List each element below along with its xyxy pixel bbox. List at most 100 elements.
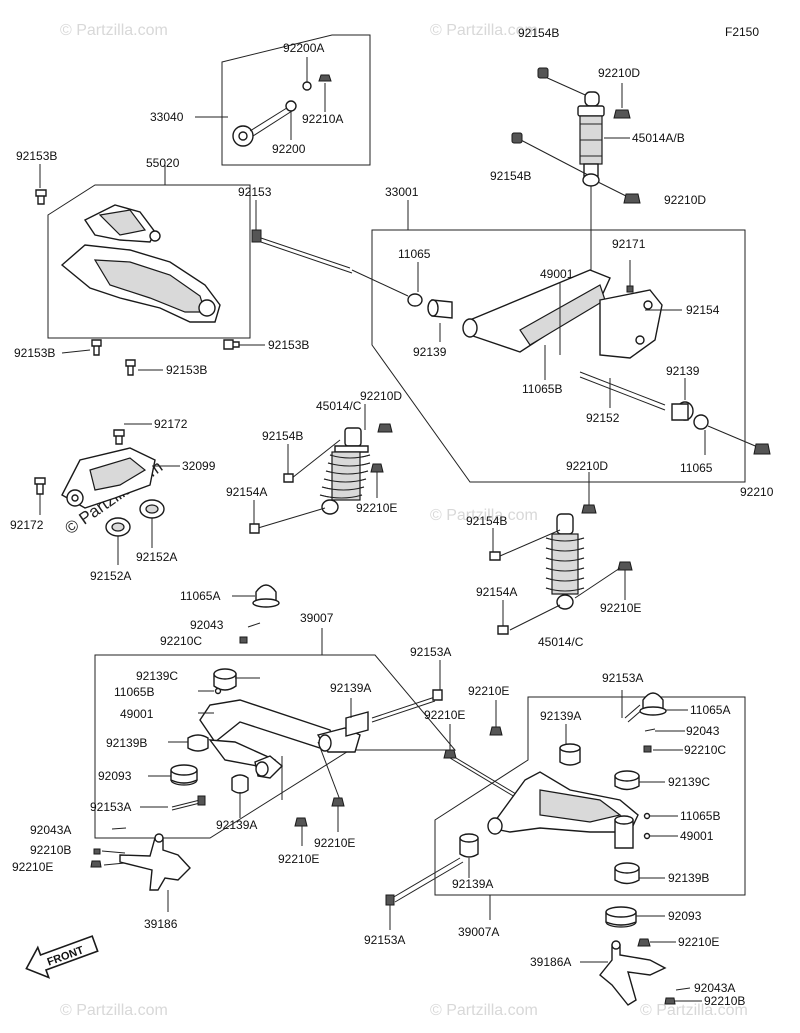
part-label-92139B: 92139B	[668, 871, 709, 885]
part-label-92152A: 92152A	[136, 550, 177, 564]
part-label-92153B: 92153B	[16, 149, 57, 163]
watermark: © Partzilla.com	[640, 1002, 748, 1019]
part-label-92154: 92154	[686, 303, 720, 317]
part-label-92153A: 92153A	[364, 933, 405, 947]
group-box-33001	[371, 229, 746, 483]
part-label-11065: 11065	[680, 461, 713, 475]
part-label-92152: 92152	[586, 411, 620, 425]
part-label-92172: 92172	[10, 518, 44, 532]
group-box-33040	[221, 34, 371, 166]
part-label-92200: 92200	[272, 142, 306, 156]
watermark: © Partzilla.com	[60, 22, 168, 39]
part-label-92210E: 92210E	[12, 860, 53, 874]
part-label-92154B: 92154B	[466, 514, 507, 528]
part-label-92153A: 92153A	[602, 671, 643, 685]
part-label-92154A: 92154A	[476, 585, 517, 599]
part-label-92154A: 92154A	[226, 485, 267, 499]
part-label-11065: 11065	[398, 247, 431, 261]
part-label-92210: 92210	[740, 485, 774, 499]
part-label-92200A: 92200A	[283, 41, 324, 55]
part-label-92210D: 92210D	[360, 389, 402, 403]
part-label-92139A: 92139A	[216, 818, 257, 832]
part-39007A-a-arm-right	[385, 690, 688, 930]
part-label-92093: 92093	[668, 909, 702, 923]
watermark: © Partzilla.com	[430, 22, 538, 39]
part-label-92210D: 92210D	[664, 193, 706, 207]
shock-absorber-45014C-right	[489, 472, 633, 635]
part-label-92043A: 92043A	[694, 981, 735, 995]
part-label-92210E: 92210E	[600, 601, 641, 615]
part-label-92139A: 92139A	[452, 877, 493, 891]
part-33001-arm	[251, 229, 771, 455]
part-label-92139A: 92139A	[540, 709, 581, 723]
part-label-49001: 49001	[120, 707, 154, 721]
part-label-92043: 92043	[686, 724, 720, 738]
figure-code: F2150	[725, 25, 759, 39]
part-label-92210C: 92210C	[160, 634, 202, 648]
part-label-92210D: 92210D	[566, 459, 608, 473]
part-33040-adjuster	[195, 57, 332, 147]
part-label-92154B: 92154B	[262, 429, 303, 443]
part-label-11065A: 11065A	[180, 589, 220, 603]
watermark: © Partzilla.com	[60, 1002, 168, 1019]
part-92093-left	[140, 764, 206, 811]
part-label-92139B: 92139B	[106, 736, 147, 750]
part-label-92210E: 92210E	[468, 684, 509, 698]
part-label-92093: 92093	[98, 769, 132, 783]
part-label-92210E: 92210E	[278, 852, 319, 866]
part-label-92210D: 92210D	[598, 66, 640, 80]
part-92093-right	[605, 906, 665, 928]
part-11065A-left	[232, 584, 280, 644]
part-label-11065B: 11065B	[522, 382, 562, 396]
part-label-92153B: 92153B	[14, 346, 55, 360]
part-label-92139: 92139	[666, 364, 700, 378]
part-39186A-knuckle-right	[580, 938, 702, 1006]
part-label-92152A: 92152A	[90, 569, 131, 583]
part-label-92153A: 92153A	[90, 800, 131, 814]
part-label-92210A: 92210A	[302, 112, 343, 126]
part-label-11065B: 11065B	[114, 685, 154, 699]
front-direction-arrow: FRONT	[25, 935, 99, 979]
part-label-55020: 55020	[146, 156, 180, 170]
part-label-49001: 49001	[680, 829, 714, 843]
part-label-92153B: 92153B	[268, 338, 309, 352]
part-label-92139C: 92139C	[668, 775, 710, 789]
part-label-92153A: 92153A	[410, 645, 451, 659]
shock-absorber-45014C-left	[249, 404, 393, 534]
part-label-92210E: 92210E	[314, 836, 355, 850]
part-label-11065B: 11065B	[680, 809, 720, 823]
shock-absorber-45014AB	[511, 67, 641, 300]
part-label-92153B: 92153B	[166, 363, 207, 377]
part-label-39186: 39186	[144, 917, 178, 931]
part-32099-bracket	[34, 423, 180, 565]
part-label-92154B: 92154B	[490, 169, 531, 183]
part-label-45014C: 45014/C	[316, 399, 362, 413]
watermark: © Partzilla.com	[430, 1002, 538, 1019]
part-label-92171: 92171	[612, 237, 646, 251]
part-label-92153: 92153	[238, 185, 272, 199]
part-39186-knuckle-left	[90, 827, 191, 912]
bolt-92153B	[223, 339, 240, 350]
group-box-55020	[47, 184, 251, 339]
part-label-92210C: 92210C	[684, 743, 726, 757]
part-label-92172: 92172	[154, 417, 188, 431]
part-label-92139C: 92139C	[136, 669, 178, 683]
bolt-92153B	[125, 359, 136, 376]
part-label-92210E: 92210E	[424, 708, 465, 722]
bolt-92153B	[91, 339, 102, 356]
part-55020-guard	[60, 165, 221, 323]
part-label-33001: 33001	[385, 185, 419, 199]
part-label-92139: 92139	[413, 345, 447, 359]
part-label-45014AB: 45014A/B	[632, 131, 685, 145]
part-label-39007: 39007	[300, 611, 334, 625]
part-label-92139A: 92139A	[330, 681, 371, 695]
bolt-92153B	[35, 189, 47, 205]
part-label-92043: 92043	[190, 618, 224, 632]
group-box-39007A	[434, 696, 746, 896]
part-label-92210B: 92210B	[704, 994, 745, 1008]
part-label-92210E: 92210E	[678, 935, 719, 949]
part-label-32099: 32099	[182, 459, 216, 473]
part-label-49001: 49001	[540, 267, 574, 281]
part-label-39186A: 39186A	[530, 955, 571, 969]
